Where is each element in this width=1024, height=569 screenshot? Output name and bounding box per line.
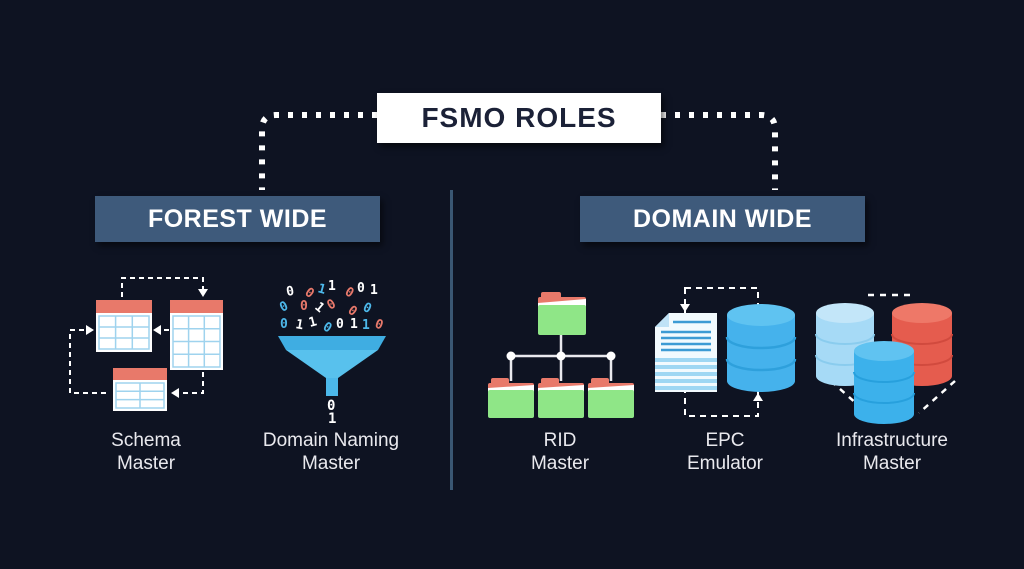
section-divider xyxy=(450,190,453,490)
svg-text:0: 0 xyxy=(357,281,365,296)
svg-text:1: 1 xyxy=(316,281,328,298)
domain-naming-master-label: Domain Naming Master xyxy=(211,429,451,475)
rid-master-label: RID Master xyxy=(440,429,680,475)
svg-text:0: 0 xyxy=(285,284,295,300)
cylinder-blue-front xyxy=(853,341,915,424)
folder-middle xyxy=(538,378,584,418)
svg-text:1: 1 xyxy=(362,318,370,333)
role-label-line: Infrastructure xyxy=(836,430,948,451)
role-label-line: Emulator xyxy=(686,453,764,474)
svg-text:0: 0 xyxy=(342,284,356,301)
svg-text:0: 0 xyxy=(336,317,344,332)
folder-right xyxy=(588,378,634,418)
role-label-line: RID xyxy=(543,430,577,451)
svg-text:0: 0 xyxy=(320,319,334,336)
role-label-line: Master xyxy=(116,453,176,474)
database-cylinder xyxy=(725,304,797,392)
document-database-sync-icon xyxy=(655,287,797,417)
connector-right xyxy=(661,112,778,190)
svg-text:0: 0 xyxy=(327,398,335,414)
linked-tables-icon xyxy=(69,277,223,411)
document xyxy=(655,313,717,392)
epc-emulator-label: EPC Emulator xyxy=(605,429,845,475)
svg-text:0: 0 xyxy=(277,299,291,316)
role-label-line: Domain Naming xyxy=(262,430,400,451)
svg-text:1: 1 xyxy=(307,314,319,331)
folder-left xyxy=(488,378,534,418)
forest-wide-label: FOREST WIDE xyxy=(147,204,328,233)
svg-text:0: 0 xyxy=(300,299,308,314)
folder-tree-icon xyxy=(488,292,634,418)
connector-left xyxy=(259,112,377,190)
funnel-binary-icon: 0 0 1 1 0 0 1 0 0 1 0 0 0 0 1 1 0 0 1 1 … xyxy=(277,279,386,424)
folder-top xyxy=(538,292,586,335)
svg-text:1: 1 xyxy=(350,317,358,332)
svg-text:0: 0 xyxy=(325,296,339,313)
forest-wide-header: FOREST WIDE xyxy=(95,196,380,242)
database-cluster-icon xyxy=(815,293,956,424)
role-label-line: Schema xyxy=(111,430,181,451)
role-label-line: Master xyxy=(862,453,922,474)
page-title: FSMO ROLES xyxy=(421,102,617,133)
role-label-line: Master xyxy=(301,453,361,474)
infrastructure-master-label: Infrastructure Master xyxy=(772,429,1012,475)
binary-digits: 0 0 1 1 0 0 1 0 0 1 0 0 0 0 1 1 0 0 1 1 … xyxy=(277,279,385,336)
svg-text:1: 1 xyxy=(294,317,304,333)
svg-text:0: 0 xyxy=(373,317,386,334)
title-box: FSMO ROLES xyxy=(377,93,661,143)
role-label-line: Master xyxy=(530,453,590,474)
svg-text:1: 1 xyxy=(328,279,336,294)
svg-text:0: 0 xyxy=(360,300,374,317)
domain-wide-header: DOMAIN WIDE xyxy=(580,196,865,242)
svg-text:0: 0 xyxy=(280,317,288,332)
schema-master-label: Schema Master xyxy=(26,429,266,475)
role-label-line: EPC xyxy=(705,430,745,451)
domain-wide-label: DOMAIN WIDE xyxy=(632,204,813,233)
svg-text:1: 1 xyxy=(370,283,378,298)
svg-text:1: 1 xyxy=(328,411,336,424)
